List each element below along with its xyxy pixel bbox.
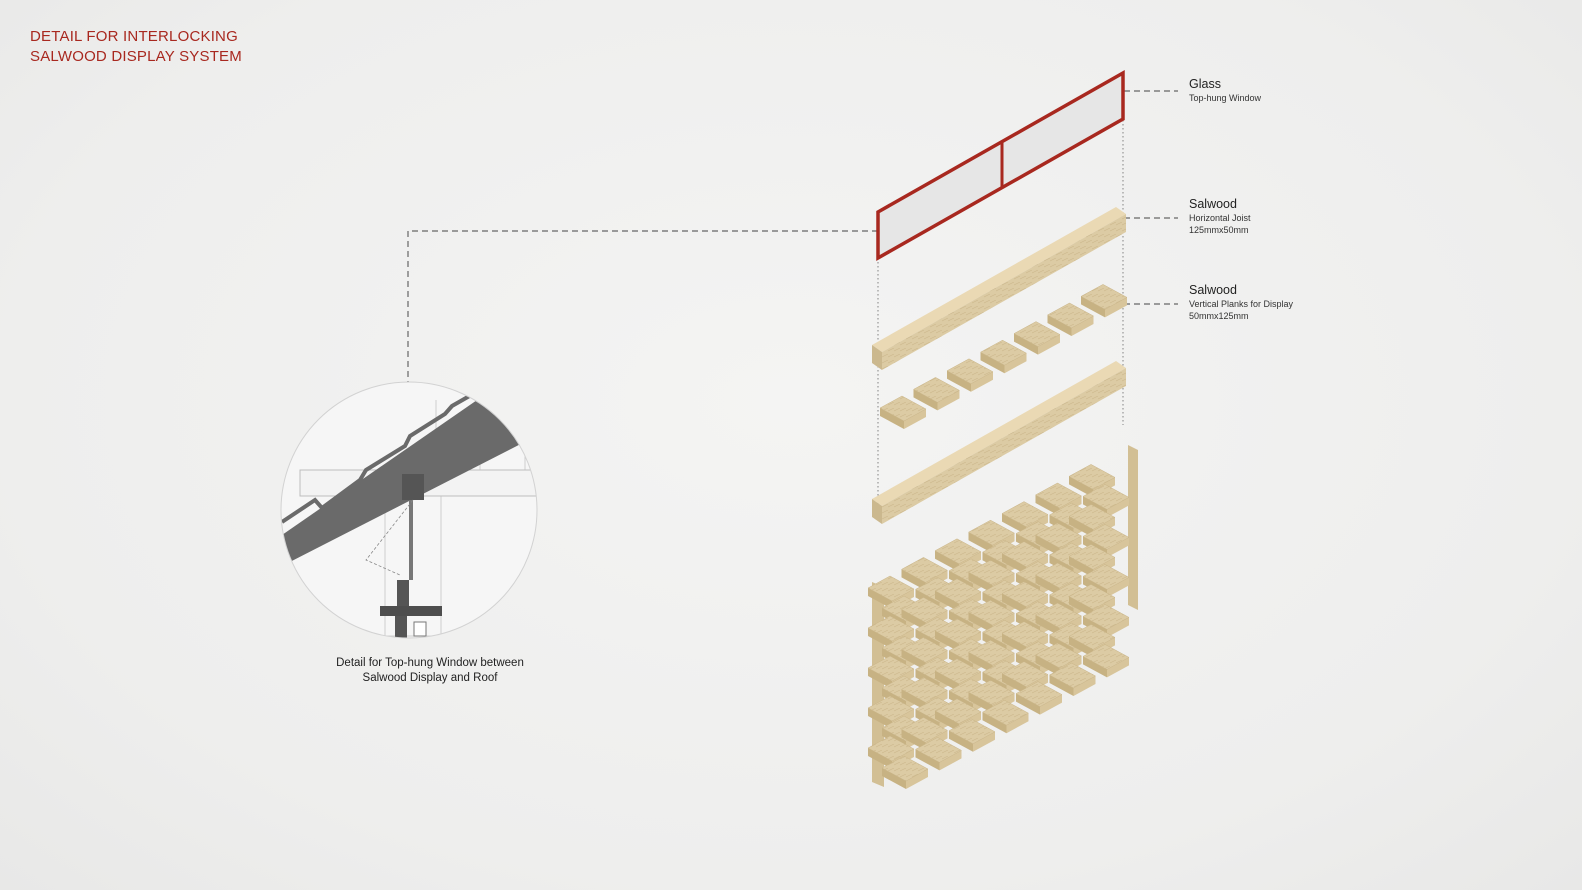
detail-caption: Detail for Top-hung Window between Salwo… <box>300 656 560 686</box>
wall-block <box>1048 662 1097 696</box>
vertical-planks-row <box>879 284 1128 429</box>
vertical-plank <box>1013 321 1061 355</box>
leader-detail <box>407 230 878 384</box>
wall-block <box>1082 644 1130 678</box>
drawing-title: DETAIL FOR INTERLOCKING SALWOOD DISPLAY … <box>30 27 242 67</box>
wall-block <box>881 755 929 789</box>
vertical-plank <box>912 377 961 411</box>
vertical-plank <box>1080 284 1128 318</box>
callout-glass-desc: Top-hung Window <box>1189 93 1262 103</box>
interlocking-display-wall <box>867 445 1138 789</box>
title-line-1: DETAIL FOR INTERLOCKING <box>30 28 238 45</box>
vertical-plank <box>879 395 927 429</box>
window-frame-post <box>402 474 424 500</box>
callout-planks-title: Salwood <box>1189 283 1237 297</box>
callout-glass: Glass Top-hung Window <box>1189 77 1261 104</box>
detail-caption-line-1: Detail for Top-hung Window between <box>336 657 524 669</box>
callout-joist-size: 125mmx50mm <box>1189 225 1249 235</box>
window-sill <box>380 606 442 616</box>
wall-block <box>1015 681 1063 715</box>
vertical-plank <box>979 339 1028 374</box>
wall-block <box>914 737 963 771</box>
alignment-guides <box>877 120 1124 512</box>
vertical-plank <box>1046 302 1095 336</box>
horizontal-joist-bottom <box>872 361 1126 524</box>
callout-planks-size: 50mmx125mm <box>1189 311 1249 321</box>
horizontal-joist-top <box>872 207 1126 370</box>
callout-planks: Salwood Vertical Planks for Display 50mm… <box>1189 283 1293 322</box>
wall-block <box>981 699 1030 734</box>
wall-block <box>948 718 996 752</box>
detail-caption-line-2: Salwood Display and Roof <box>362 672 498 684</box>
leader-lines <box>407 90 1178 384</box>
title-line-2: SALWOOD DISPLAY SYSTEM <box>30 48 242 65</box>
glass-window <box>876 69 1125 262</box>
callout-joist: Salwood Horizontal Joist 125mmx50mm <box>1189 197 1251 236</box>
wall-post <box>1128 445 1138 610</box>
window-detail-circle <box>280 381 538 639</box>
callout-joist-desc: Horizontal Joist <box>1189 213 1251 223</box>
callout-glass-title: Glass <box>1189 77 1221 91</box>
callout-planks-desc: Vertical Planks for Display <box>1189 299 1294 309</box>
vertical-plank <box>946 358 994 392</box>
callout-joist-title: Salwood <box>1189 197 1237 211</box>
